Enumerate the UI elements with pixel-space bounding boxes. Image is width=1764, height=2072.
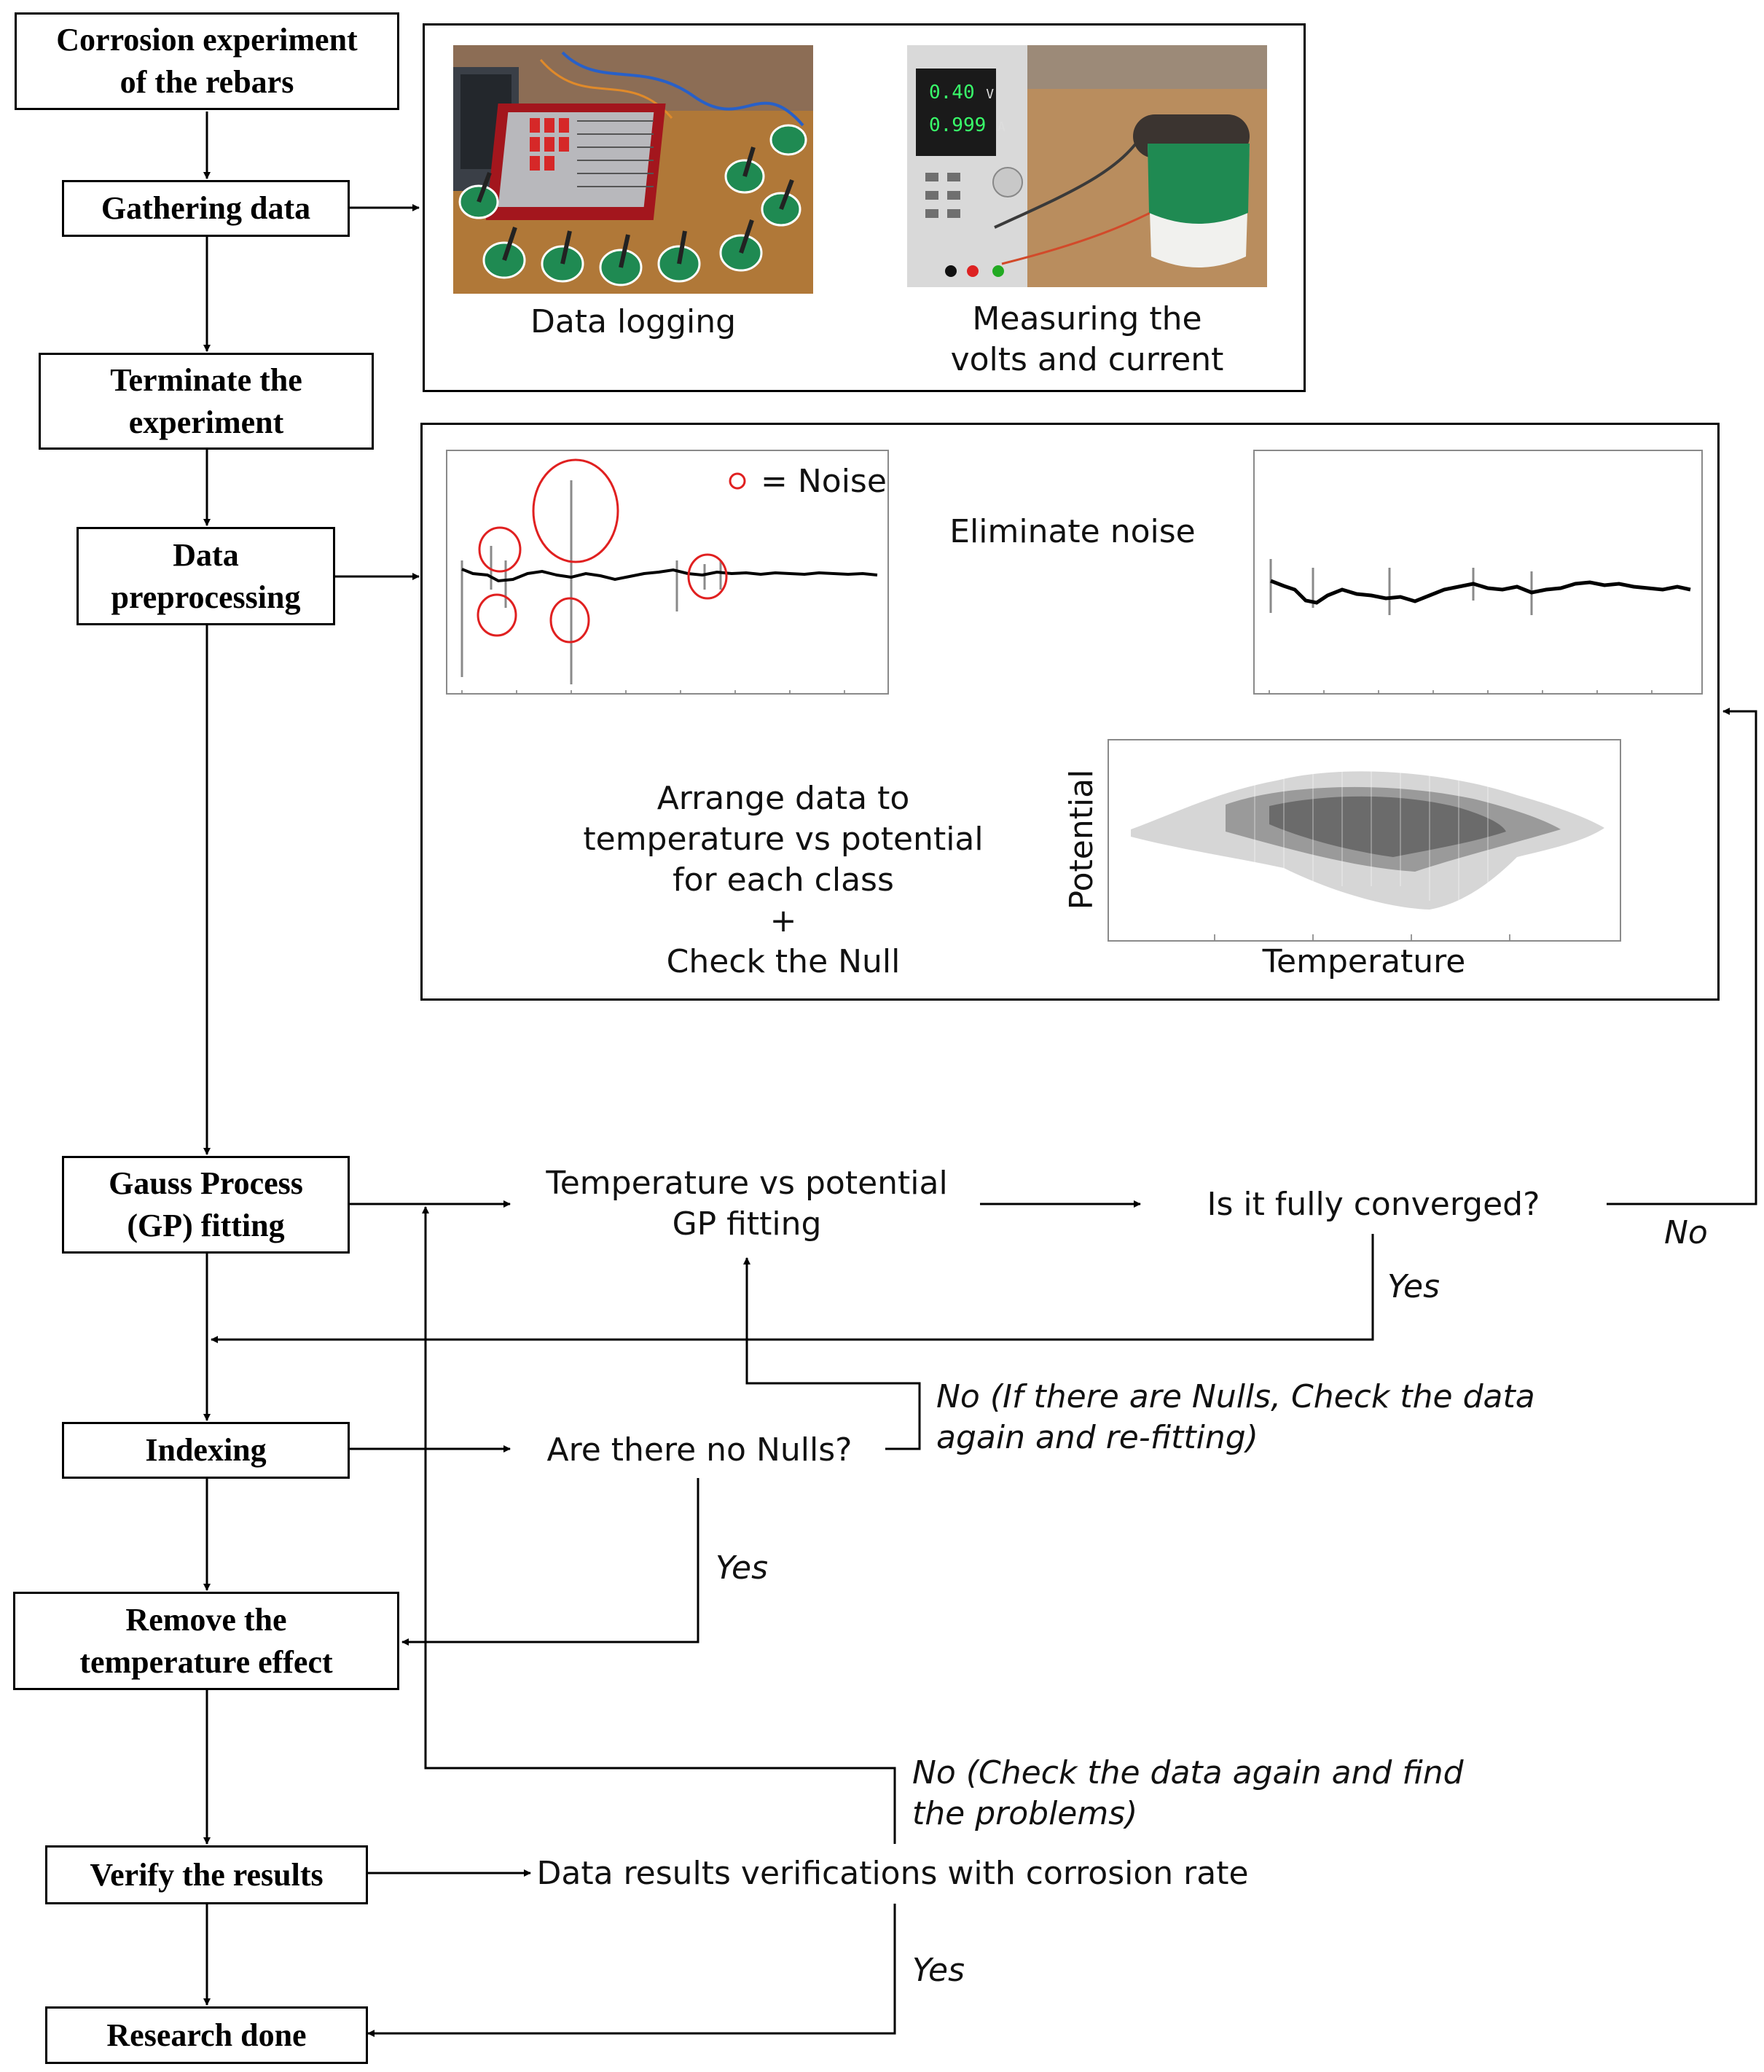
verify-no-label: No (Check the data again and find the pr…: [912, 1754, 1464, 1832]
noisy-signal-plot: = Noise: [446, 450, 889, 695]
arrange-data-text: Arrange data to temperature vs potential…: [583, 780, 984, 980]
step-data-preprocessing: Data preprocessing: [77, 527, 335, 625]
clean-signal-plot: [1253, 450, 1703, 695]
measuring-caption: Measuring the volts and current: [950, 300, 1224, 378]
step-research-done: Research done: [45, 2006, 368, 2064]
converged-question: Is it fully converged?: [1207, 1186, 1540, 1223]
scatter-y-label: Potential: [1063, 769, 1100, 910]
nulls-no-label: No (If there are Nulls, Check the data a…: [936, 1378, 1535, 1456]
nulls-yes-label: Yes: [716, 1549, 769, 1587]
eliminate-noise-label: Eliminate noise: [949, 513, 1196, 550]
converged-no-label: No: [1664, 1214, 1708, 1251]
step-gp-fitting: Gauss Process (GP) fitting: [62, 1156, 350, 1254]
verify-process: Data results verifications with corrosio…: [536, 1855, 1249, 1892]
noise-legend: = Noise: [761, 463, 887, 500]
scatter-x-label: Temperature: [1262, 943, 1466, 980]
step-terminate-experiment: Terminate the experiment: [39, 353, 374, 450]
verify-yes-label: Yes: [912, 1952, 965, 1989]
step-corrosion-experiment: Corrosion experiment of the rebars: [15, 12, 399, 110]
converged-yes-label: Yes: [1387, 1268, 1440, 1305]
temperature-potential-scatter: [1108, 739, 1621, 942]
psu-voltage-readout: 0.40 V: [929, 82, 995, 103]
step-verify-results: Verify the results: [45, 1845, 368, 1904]
power-supply-photo: 0.40 V 0.999 A: [907, 45, 1267, 287]
nulls-question: Are there no Nulls?: [546, 1431, 852, 1469]
data-logging-photo: [453, 45, 813, 294]
step-gathering-data: Gathering data: [62, 180, 350, 237]
psu-current-readout: 0.999 A: [929, 114, 1006, 136]
step-remove-temperature-effect: Remove the temperature effect: [13, 1592, 399, 1690]
step-indexing: Indexing: [62, 1422, 350, 1479]
gp-fitting-process: Temperature vs potential GP fitting: [546, 1165, 948, 1243]
data-logging-caption: Data logging: [530, 303, 737, 340]
